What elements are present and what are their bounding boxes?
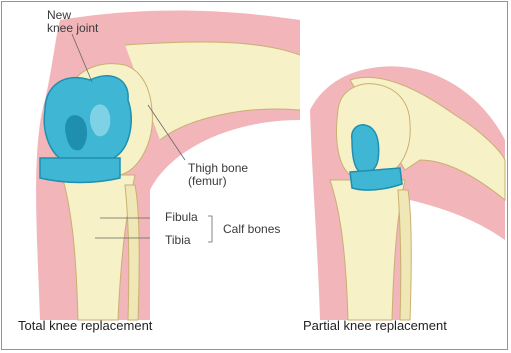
right-implant [352, 125, 379, 173]
caption-total-knee-replacement: Total knee replacement [18, 318, 152, 333]
left-tibial-tray [40, 158, 120, 183]
right-leg [310, 66, 505, 320]
left-implant [44, 76, 131, 167]
label-thigh-bone-line2: (femur) [188, 175, 227, 188]
label-tibia: Tibia [165, 234, 191, 247]
label-fibula: Fibula [165, 211, 198, 224]
caption-partial-knee-replacement: Partial knee replacement [303, 318, 447, 333]
label-new-knee-joint-line2: knee joint [47, 22, 98, 35]
label-calf-bones: Calf bones [223, 223, 280, 236]
right-tibial-insert [350, 168, 402, 190]
left-leg [36, 11, 300, 320]
